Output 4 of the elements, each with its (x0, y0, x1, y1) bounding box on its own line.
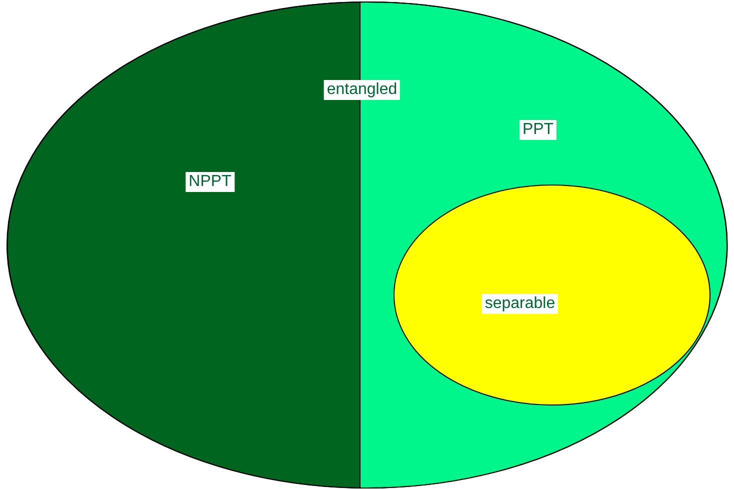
set-label: PPT (519, 120, 557, 140)
set-label: NPPT (186, 172, 234, 192)
set-label: separable (482, 294, 558, 314)
set-label: entangled (324, 80, 400, 100)
